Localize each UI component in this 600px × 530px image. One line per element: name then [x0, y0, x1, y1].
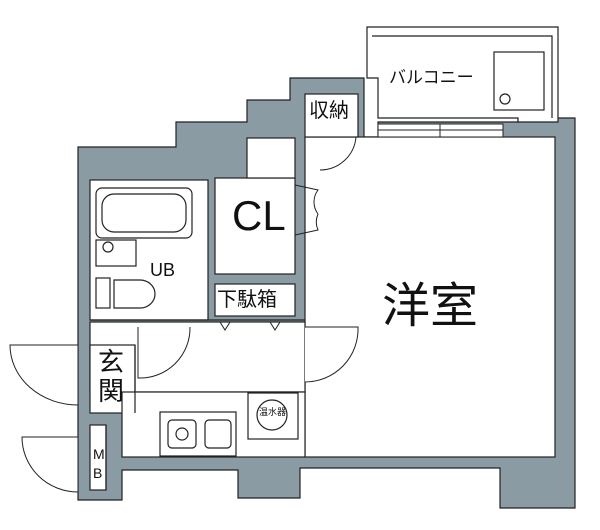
closet-label: CL — [232, 192, 286, 239]
toilet-bowl — [113, 279, 156, 309]
doors — [9, 136, 359, 493]
closet-upper-floor — [246, 137, 296, 179]
meter-box-label-b: B — [93, 465, 103, 481]
kitchen-fixtures — [159, 392, 299, 457]
entrance-door-swing — [9, 344, 79, 406]
balcony-area — [366, 26, 559, 123]
western-room-floor — [304, 136, 556, 458]
entrance-label-top: 玄 — [98, 348, 125, 378]
bath-label: UB — [150, 260, 176, 280]
bath-door-swing — [137, 326, 191, 379]
partition-lines — [90, 319, 305, 490]
balcony-label: バルコニー — [389, 68, 474, 88]
shoe-cabinet-floor — [214, 283, 296, 317]
meter-box-label-m: M — [93, 446, 105, 462]
bath-fixtures — [95, 187, 193, 309]
meter-box-door-swing — [21, 436, 79, 493]
sink — [95, 239, 137, 267]
toilet-tank — [95, 277, 111, 309]
water-heater-circle — [256, 399, 288, 431]
shoe-cabinet-label: 下駄箱 — [217, 287, 277, 311]
western-room-label: 洋室 — [382, 278, 479, 334]
window — [377, 123, 504, 138]
room-door-swing — [304, 326, 359, 383]
water-heater-label: 温水器 — [259, 408, 287, 418]
storage-door-swing — [319, 136, 357, 171]
closet-floor — [214, 177, 296, 275]
closet-door-swing — [294, 184, 319, 236]
kitchen-sink — [204, 419, 232, 449]
entrance-label-bottom: 関 — [98, 377, 125, 407]
shoe-cabinet-door-marks — [219, 321, 281, 331]
storage-label: 収納 — [309, 98, 349, 122]
